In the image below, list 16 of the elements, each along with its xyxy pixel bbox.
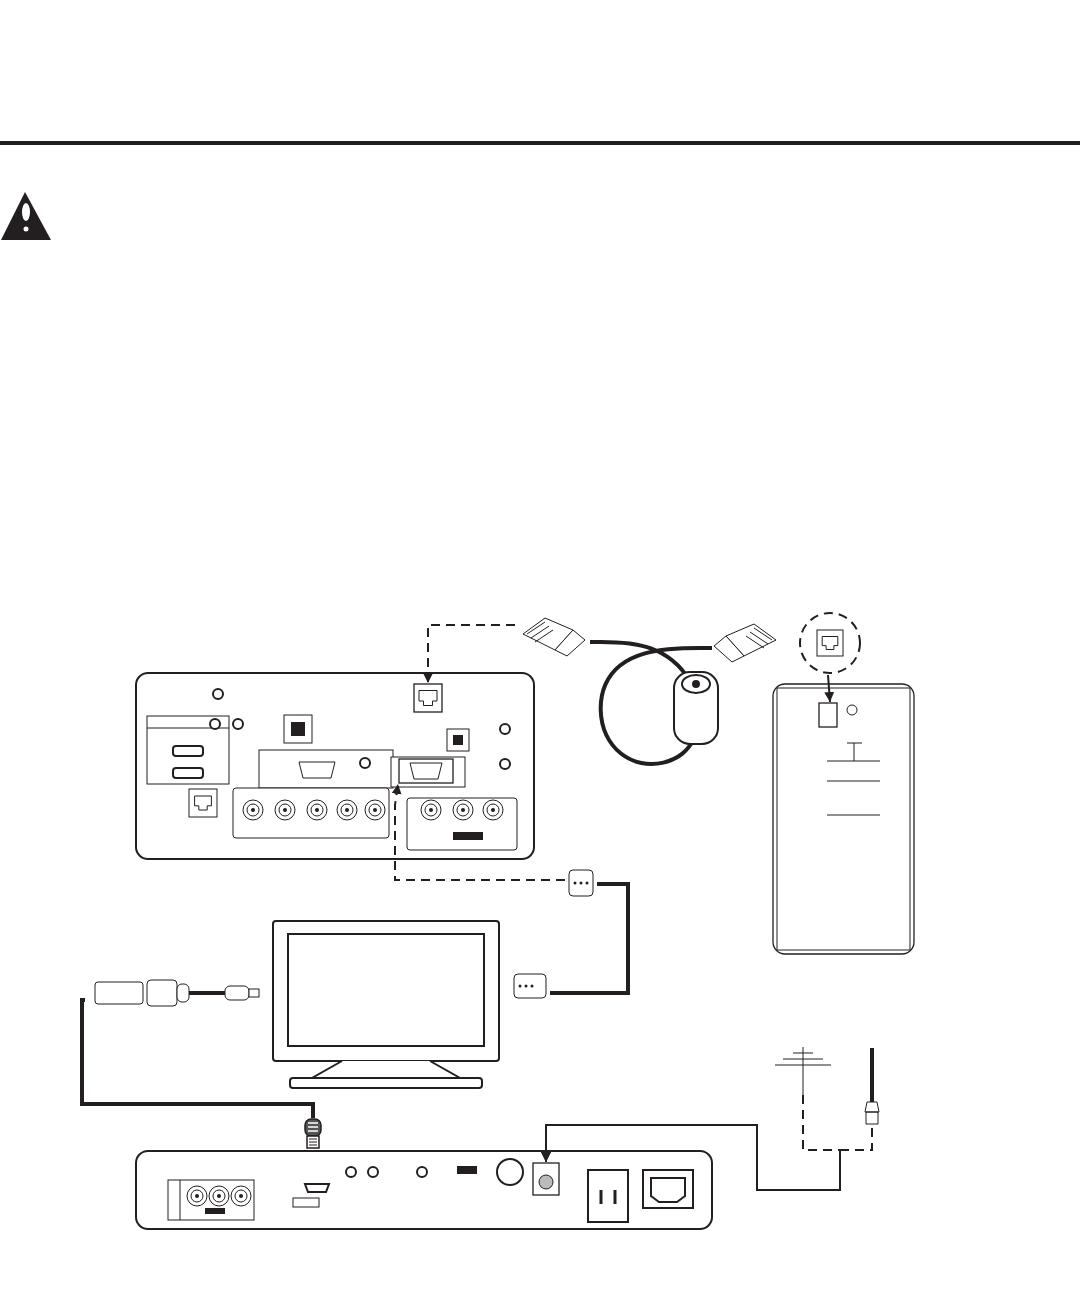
network-jack xyxy=(413,683,443,713)
coax-port xyxy=(532,1162,560,1196)
connection-arrow xyxy=(391,783,566,881)
connection-arrow xyxy=(541,1124,873,1191)
serial-port xyxy=(398,758,454,784)
serial-plug xyxy=(565,866,597,900)
wall-jack xyxy=(818,702,838,728)
serial-plug xyxy=(510,970,550,1002)
arrow xyxy=(824,674,835,703)
cable xyxy=(550,882,630,995)
connection-arrow xyxy=(423,624,516,684)
jack-callout xyxy=(798,611,862,675)
cable xyxy=(80,998,315,1118)
tv-rear-panel xyxy=(135,672,535,860)
receiver-rear-panel xyxy=(135,1150,713,1230)
tv-drawing xyxy=(272,920,500,1090)
